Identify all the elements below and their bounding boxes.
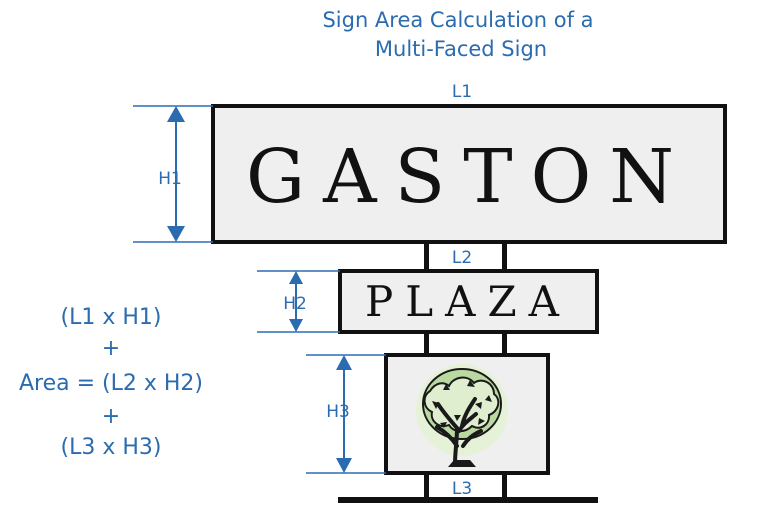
h3-bottom-arrow (336, 458, 352, 473)
h2-top-arrow (289, 271, 303, 284)
formula-term-2: Area = (L2 x H2) (19, 371, 203, 396)
formula-plus-1: + (102, 336, 120, 361)
h2-label: H2 (283, 294, 307, 314)
l1-label: L1 (452, 82, 472, 102)
h1-bottom-arrow (167, 226, 185, 242)
formula-term-1: (L1 x H1) (61, 305, 162, 330)
l3-label: L3 (452, 479, 472, 499)
middle-sign-text: PLAZA (365, 277, 571, 326)
title-line-1: Sign Area Calculation of a (322, 8, 593, 32)
top-sign-text: GASTON (246, 134, 692, 220)
h2-bottom-arrow (289, 319, 303, 332)
title-line-2: Multi-Faced Sign (375, 37, 547, 61)
h3-top-arrow (336, 355, 352, 370)
formula-term-3: (L3 x H3) (61, 435, 162, 460)
h3-label: H3 (326, 402, 350, 422)
formula-plus-2: + (102, 404, 120, 429)
h1-label: H1 (158, 169, 182, 189)
h1-top-arrow (167, 106, 185, 122)
l2-label: L2 (452, 248, 472, 268)
